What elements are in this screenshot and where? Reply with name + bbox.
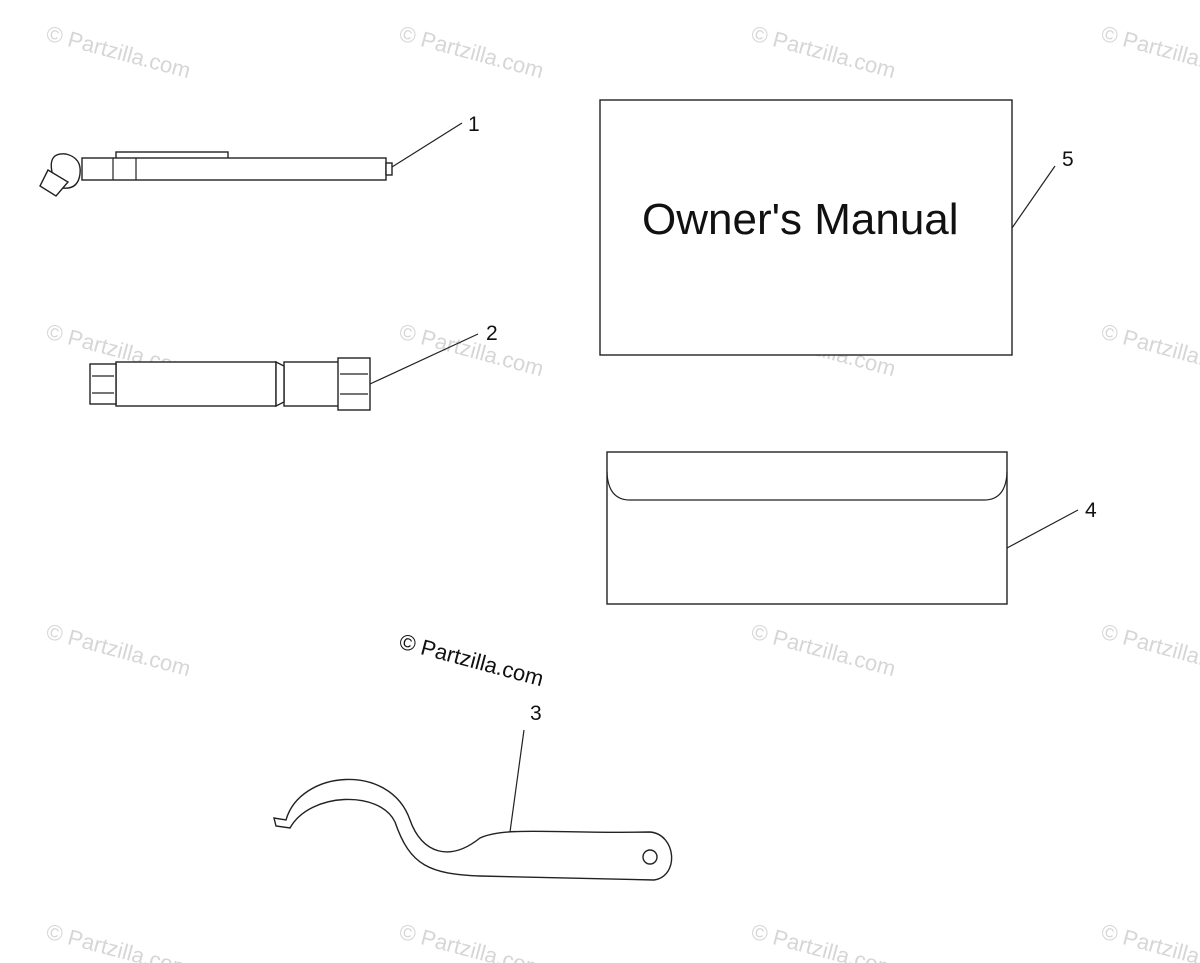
watermark-text: © Partzilla.com bbox=[44, 21, 194, 84]
watermark-text: © Partzilla.com bbox=[397, 319, 547, 382]
watermark-text: © Partzilla.com bbox=[397, 919, 547, 963]
leader-line-3 bbox=[509, 729, 525, 833]
tire-pressure-gauge-icon bbox=[39, 151, 393, 197]
watermark-text: © Partzilla.com bbox=[749, 919, 899, 963]
watermark-text: © Partzilla.com bbox=[44, 919, 194, 963]
callout-3: 3 bbox=[530, 702, 542, 725]
leader-line-4 bbox=[1006, 509, 1079, 549]
watermark-text: © Partzilla.com bbox=[1099, 21, 1200, 84]
callout-1: 1 bbox=[468, 113, 480, 136]
leader-line-1 bbox=[391, 122, 463, 168]
extension-socket-icon bbox=[89, 357, 371, 411]
leader-line-2 bbox=[369, 333, 479, 385]
watermark-text: © Partzilla.com bbox=[749, 21, 899, 84]
envelope-icon bbox=[606, 451, 1008, 605]
owners-manual-icon: Owner's Manual bbox=[599, 99, 1013, 356]
watermark-text: © Partzilla.com bbox=[1099, 319, 1200, 382]
watermark-text-overlay: © Partzilla.com bbox=[397, 629, 547, 692]
spanner-wrench-icon bbox=[273, 778, 673, 881]
watermark-text: © Partzilla.com bbox=[44, 619, 194, 682]
watermark-text: © Partzilla.com bbox=[397, 21, 547, 84]
leader-line-5 bbox=[1011, 165, 1056, 229]
watermark-text: © Partzilla.com bbox=[1099, 619, 1200, 682]
watermark-text: © Partzilla.com bbox=[1099, 919, 1200, 963]
callout-5: 5 bbox=[1062, 148, 1074, 171]
watermark-text: © Partzilla.com bbox=[749, 619, 899, 682]
callout-4: 4 bbox=[1085, 499, 1097, 522]
callout-2: 2 bbox=[486, 322, 498, 345]
manual-title: Owner's Manual bbox=[642, 195, 959, 244]
